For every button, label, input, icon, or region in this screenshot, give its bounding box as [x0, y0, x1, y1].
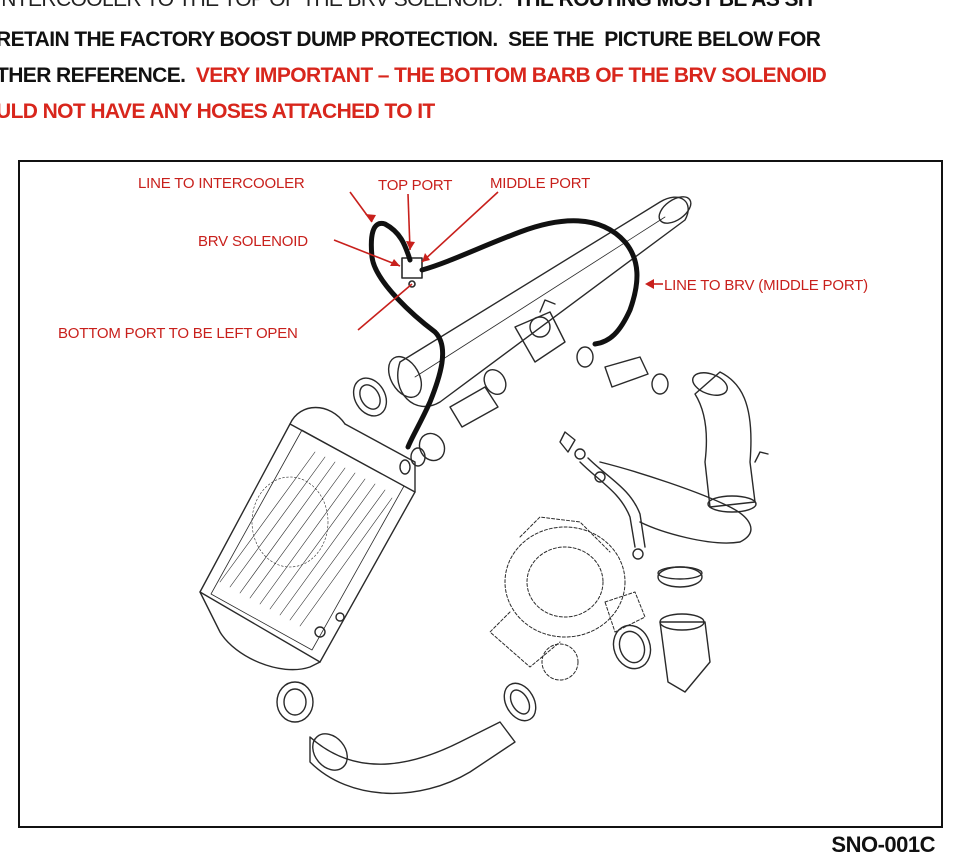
intercooler-inlet	[352, 356, 423, 417]
instruction-line-1-plain: INTERCOOLER TO THE TOP OF THE BRV SOLENO…	[0, 0, 513, 11]
callout-leaders	[333, 191, 663, 331]
document-number: SNO-001C	[831, 832, 935, 857]
small-vacuum-hose	[559, 431, 752, 560]
callout-line-to-brv: LINE TO BRV (MIDDLE PORT)	[664, 277, 868, 294]
instruction-line-1: INTERCOOLER TO THE TOP OF THE BRV SOLENO…	[0, 0, 813, 12]
instruction-line-1-bold: THE ROUTING MUST BE AS SH	[513, 0, 813, 11]
lower-couplers	[276, 566, 711, 723]
callout-top-port: TOP PORT	[378, 177, 452, 194]
instruction-line-4-warning: ULD NOT HAVE ANY HOSES ATTACHED TO IT	[0, 100, 435, 123]
callout-brv-solenoid: BRV SOLENOID	[198, 233, 308, 250]
turbocharger	[489, 516, 646, 681]
instruction-line-3-warning: VERY IMPORTANT – THE BOTTOM BARB OF THE …	[195, 64, 827, 87]
instruction-line-3-black: THER REFERENCE.	[0, 64, 196, 87]
lower-return-tube	[309, 721, 516, 794]
intercooler-fins	[219, 451, 393, 627]
instruction-line-2: RETAIN THE FACTORY BOOST DUMP PROTECTION…	[0, 28, 821, 52]
brv-solenoid-body	[401, 257, 423, 288]
callout-middle-port: MIDDLE PORT	[490, 175, 590, 192]
hose-routing-diagram: LINE TO INTERCOOLER TOP PORT MIDDLE PORT…	[58, 175, 868, 794]
hose-to-intercooler	[368, 220, 446, 450]
coupler-row	[399, 368, 507, 475]
bypass-valve	[514, 299, 669, 395]
hose-routing-figure: LINE TO INTERCOOLER TOP PORT MIDDLE PORT…	[18, 160, 943, 828]
intercooler-core	[199, 407, 416, 671]
callout-arrowheads	[365, 214, 654, 289]
instruction-line-3: THER REFERENCE. VERY IMPORTANT – THE BOT…	[0, 64, 827, 88]
elbow-tube	[692, 371, 769, 513]
instruction-line-2-text: RETAIN THE FACTORY BOOST DUMP PROTECTION…	[0, 28, 821, 51]
callout-bottom-port: BOTTOM PORT TO BE LEFT OPEN	[58, 325, 298, 342]
hose-to-brv	[419, 218, 640, 347]
instruction-line-4: ULD NOT HAVE ANY HOSES ATTACHED TO IT	[0, 100, 435, 124]
callout-line-to-intercooler: LINE TO INTERCOOLER	[138, 175, 305, 192]
